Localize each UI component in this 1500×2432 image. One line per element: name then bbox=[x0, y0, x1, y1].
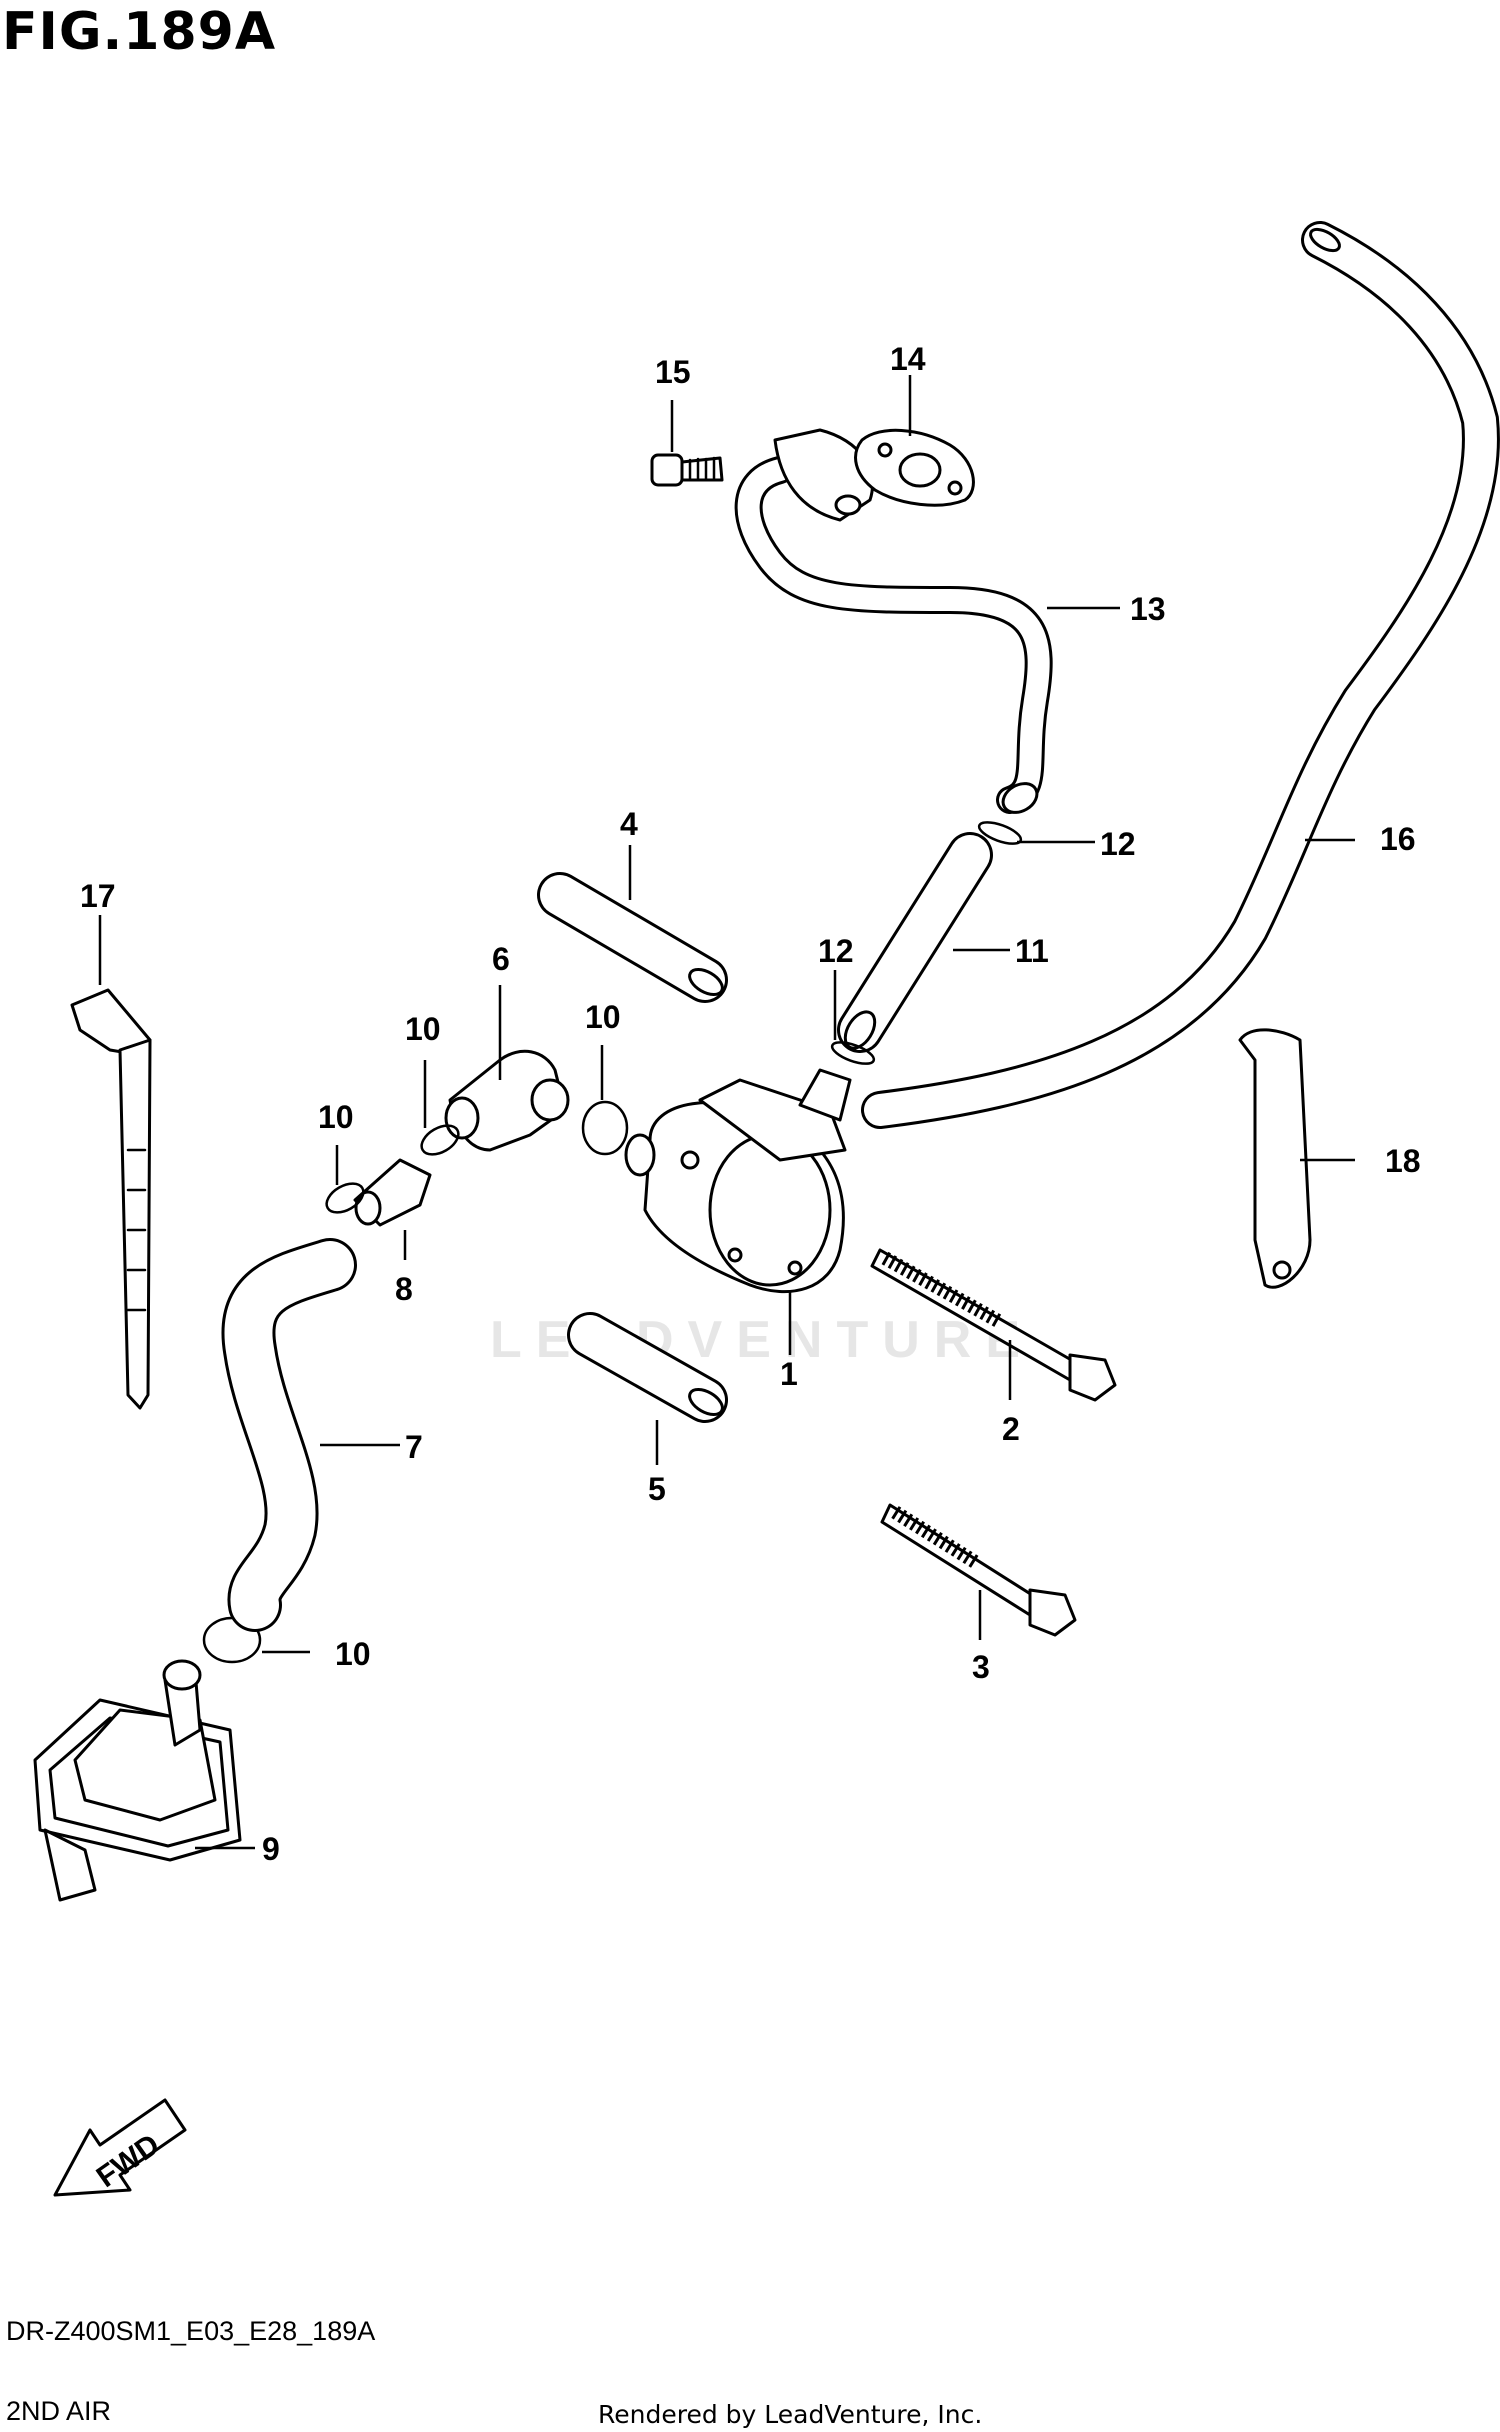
callout-14: 14 bbox=[890, 341, 926, 377]
part-13-pipe[interactable] bbox=[734, 428, 1053, 818]
callout-17: 17 bbox=[80, 878, 116, 914]
part-1-valve[interactable] bbox=[624, 1068, 852, 1293]
callout-4: 4 bbox=[620, 806, 638, 842]
callout-10-c: 10 bbox=[318, 1099, 354, 1135]
callout-3: 3 bbox=[972, 1649, 990, 1685]
fwd-arrow: FWD bbox=[53, 2098, 187, 2197]
callout-7: 7 bbox=[405, 1429, 423, 1465]
part-4-hose[interactable] bbox=[537, 872, 728, 1003]
part-14-gasket[interactable] bbox=[854, 428, 975, 507]
part-18-bracket[interactable] bbox=[1238, 1028, 1312, 1289]
part-8-joint[interactable] bbox=[353, 1158, 432, 1227]
callout-2: 2 bbox=[1002, 1411, 1020, 1447]
part-7-hose[interactable] bbox=[221, 1238, 357, 1632]
callout-15: 15 bbox=[655, 354, 691, 390]
part-6-elbow[interactable] bbox=[444, 1049, 570, 1152]
callout-10-a: 10 bbox=[405, 1011, 441, 1047]
callout-13: 13 bbox=[1130, 591, 1166, 627]
part-17-cable-tie[interactable] bbox=[70, 988, 152, 1410]
leader-lines bbox=[98, 375, 1355, 1850]
part-2-bolt[interactable] bbox=[870, 1248, 1117, 1402]
part-16-hose[interactable] bbox=[861, 221, 1500, 1129]
figure-title: FIG.189A bbox=[2, 2, 277, 62]
callout-1: 1 bbox=[780, 1356, 798, 1392]
callout-16: 16 bbox=[1380, 821, 1416, 857]
callout-9: 9 bbox=[262, 1831, 280, 1867]
callout-10-d: 10 bbox=[335, 1636, 371, 1672]
part-15-bolt[interactable] bbox=[650, 453, 724, 487]
callout-12-lower: 12 bbox=[818, 933, 854, 969]
callout-11: 11 bbox=[1015, 933, 1049, 969]
callout-6: 6 bbox=[492, 941, 510, 977]
callout-8: 8 bbox=[395, 1271, 413, 1307]
render-credit: Rendered by LeadVenture, Inc. bbox=[598, 2400, 983, 2429]
callout-10-b: 10 bbox=[585, 999, 621, 1035]
part-9-filter[interactable] bbox=[33, 1659, 242, 1902]
part-12-clamps[interactable] bbox=[830, 818, 1024, 1068]
section-name: 2ND AIR bbox=[6, 2396, 112, 2426]
callout-12-upper: 12 bbox=[1100, 826, 1136, 862]
part-5-hose[interactable] bbox=[567, 1312, 728, 1423]
part-11-hose[interactable] bbox=[837, 832, 993, 1053]
callout-18: 18 bbox=[1385, 1143, 1421, 1179]
callout-5: 5 bbox=[648, 1471, 666, 1507]
part-3-bolt[interactable] bbox=[880, 1503, 1077, 1637]
model-code: DR-Z400SM1_E03_E28_189A bbox=[6, 2316, 376, 2346]
